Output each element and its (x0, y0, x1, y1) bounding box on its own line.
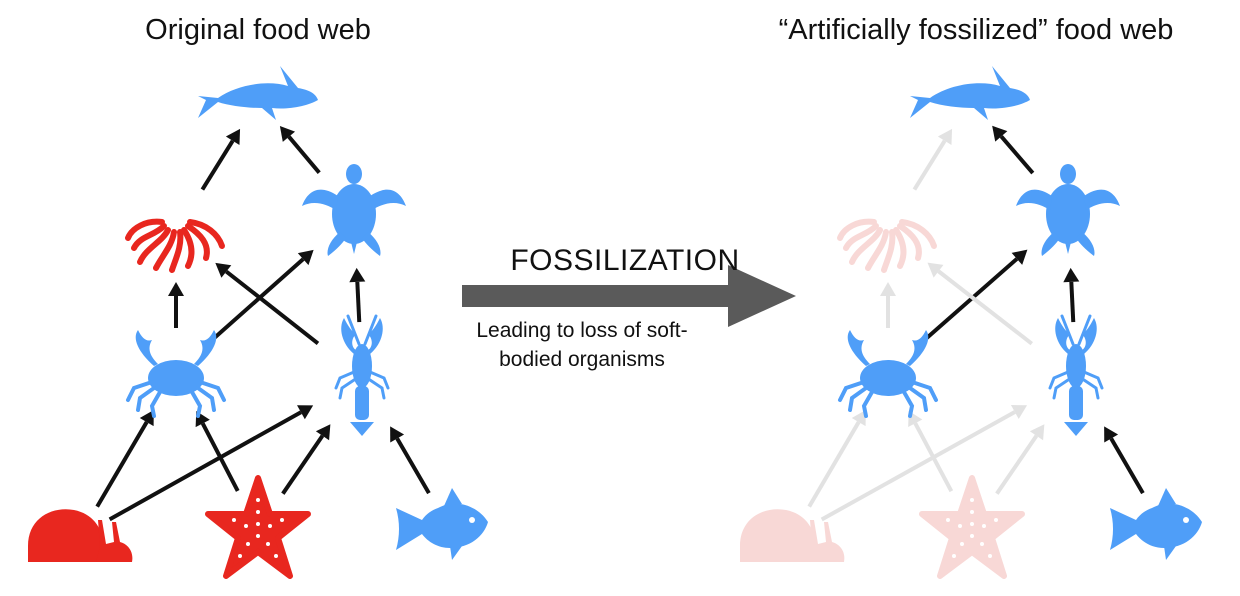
fossilized-food-web (740, 66, 1202, 576)
starfish-icon (208, 478, 308, 576)
feeding-arrow-octopus-to-shark (912, 128, 953, 191)
feeding-arrow-crab-to-turtle (919, 249, 1028, 345)
feeding-arrow-lobster-to-octopus (927, 262, 1033, 346)
shark-icon (910, 66, 1030, 120)
fossilized-food-web-title: “Artificially fossilized” food web (778, 14, 1174, 46)
feeding-arrow-snail-to-crab (807, 409, 866, 508)
fossilization-label: FOSSILIZATION (510, 244, 740, 277)
fossilization-arrow (462, 265, 796, 327)
octopus-icon (840, 195, 934, 270)
feeding-arrow-snail-to-lobster (108, 405, 314, 522)
feeding-arrow-turtle-to-shark (279, 126, 321, 174)
crab-icon (840, 330, 936, 416)
feeding-arrow-snail-to-lobster (820, 405, 1028, 522)
feeding-arrow-octopus-to-shark (200, 128, 241, 191)
starfish-icon (922, 478, 1022, 576)
feeding-arrow-fish-to-lobster (390, 426, 431, 495)
feeding-arrow-turtle-to-shark (992, 125, 1035, 175)
fish-icon (1110, 488, 1202, 560)
crab-icon (128, 330, 224, 416)
feeding-arrow-snail-to-crab (95, 409, 154, 508)
turtle-icon (1016, 164, 1120, 256)
original-food-web-title: Original food web (145, 14, 371, 46)
feeding-arrow-fish-to-lobster (1104, 426, 1145, 495)
feeding-arrow-crab-to-turtle (207, 249, 314, 345)
shark-icon (198, 66, 318, 120)
feeding-arrow-lobster-to-turtle (349, 267, 366, 323)
lobster-icon (1050, 316, 1102, 436)
fossilization-description: Leading to loss of soft-bodied organisms (476, 319, 688, 371)
feeding-arrow-starfish-to-lobster (281, 424, 331, 495)
feeding-arrow-lobster-to-turtle (1063, 267, 1080, 323)
octopus-icon (128, 195, 222, 270)
original-food-web (28, 66, 488, 576)
turtle-icon (302, 164, 406, 256)
feeding-arrow-crab-to-octopus (880, 282, 896, 328)
feeding-arrow-starfish-to-lobster (995, 424, 1045, 495)
feeding-arrow-crab-to-octopus (168, 282, 184, 328)
feeding-arrow-lobster-to-octopus (215, 262, 320, 345)
fish-icon (396, 488, 488, 560)
lobster-icon (336, 316, 388, 436)
